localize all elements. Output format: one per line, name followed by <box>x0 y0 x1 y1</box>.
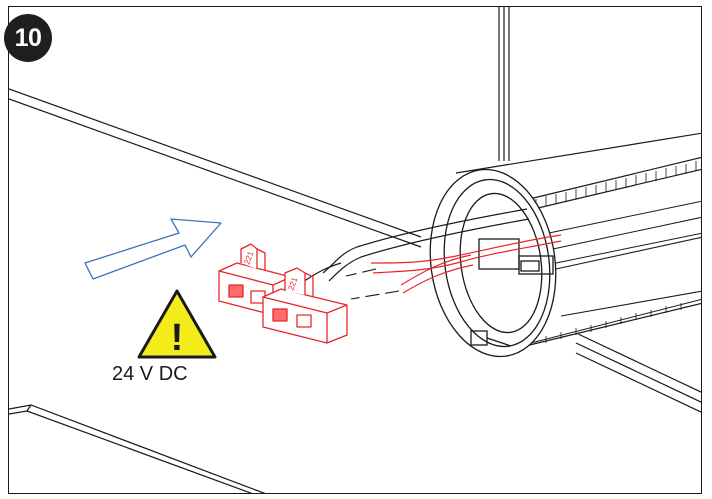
direction-arrow <box>84 218 222 280</box>
power-cable <box>300 208 530 284</box>
step-number: 10 <box>14 23 42 52</box>
red-wires <box>370 234 562 294</box>
illustration-frame: 221 221 ! <box>8 6 702 494</box>
warning-symbol: ! <box>171 317 184 359</box>
tube-ribs-bottom <box>545 303 682 343</box>
assembly-scene: 221 221 ! <box>9 7 701 493</box>
step-number-badge: 10 <box>4 14 52 62</box>
bottom-profile <box>9 404 266 493</box>
wago-connector-2 <box>262 267 348 344</box>
warning-triangle-icon: ! <box>137 289 217 359</box>
ceiling-rail-right <box>575 332 701 413</box>
end-cap <box>429 168 557 358</box>
ceiling-rail-left <box>9 88 422 248</box>
connector-marking: 221 <box>286 276 299 292</box>
insertion-guides <box>345 268 400 300</box>
connector-marking: 221 <box>242 250 255 266</box>
voltage-label: 24 V DC <box>112 363 188 385</box>
vertical-rail <box>498 7 510 161</box>
